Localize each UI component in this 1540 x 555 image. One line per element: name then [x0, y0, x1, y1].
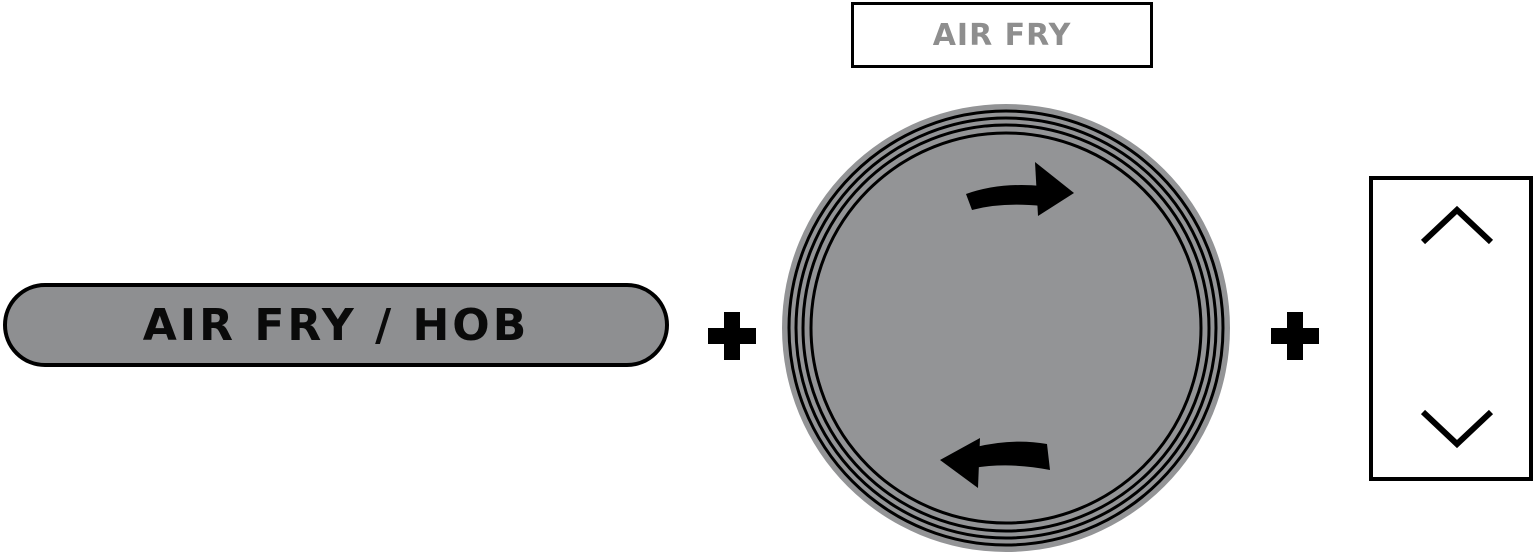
air-fry-hob-button[interactable]: AIR FRY / HOB	[3, 283, 669, 367]
plus-icon	[1271, 312, 1319, 360]
chevron-up-icon[interactable]	[1417, 202, 1497, 252]
mode-display-label: AIR FRY	[851, 2, 1153, 68]
plus-icon	[708, 312, 756, 360]
adjust-buttons-panel	[1369, 176, 1533, 481]
rotate-clockwise-arrow-icon	[966, 162, 1074, 216]
rotate-counterclockwise-arrow-icon	[940, 438, 1050, 488]
chevron-down-icon[interactable]	[1417, 402, 1497, 452]
rotary-dial[interactable]	[780, 102, 1232, 554]
